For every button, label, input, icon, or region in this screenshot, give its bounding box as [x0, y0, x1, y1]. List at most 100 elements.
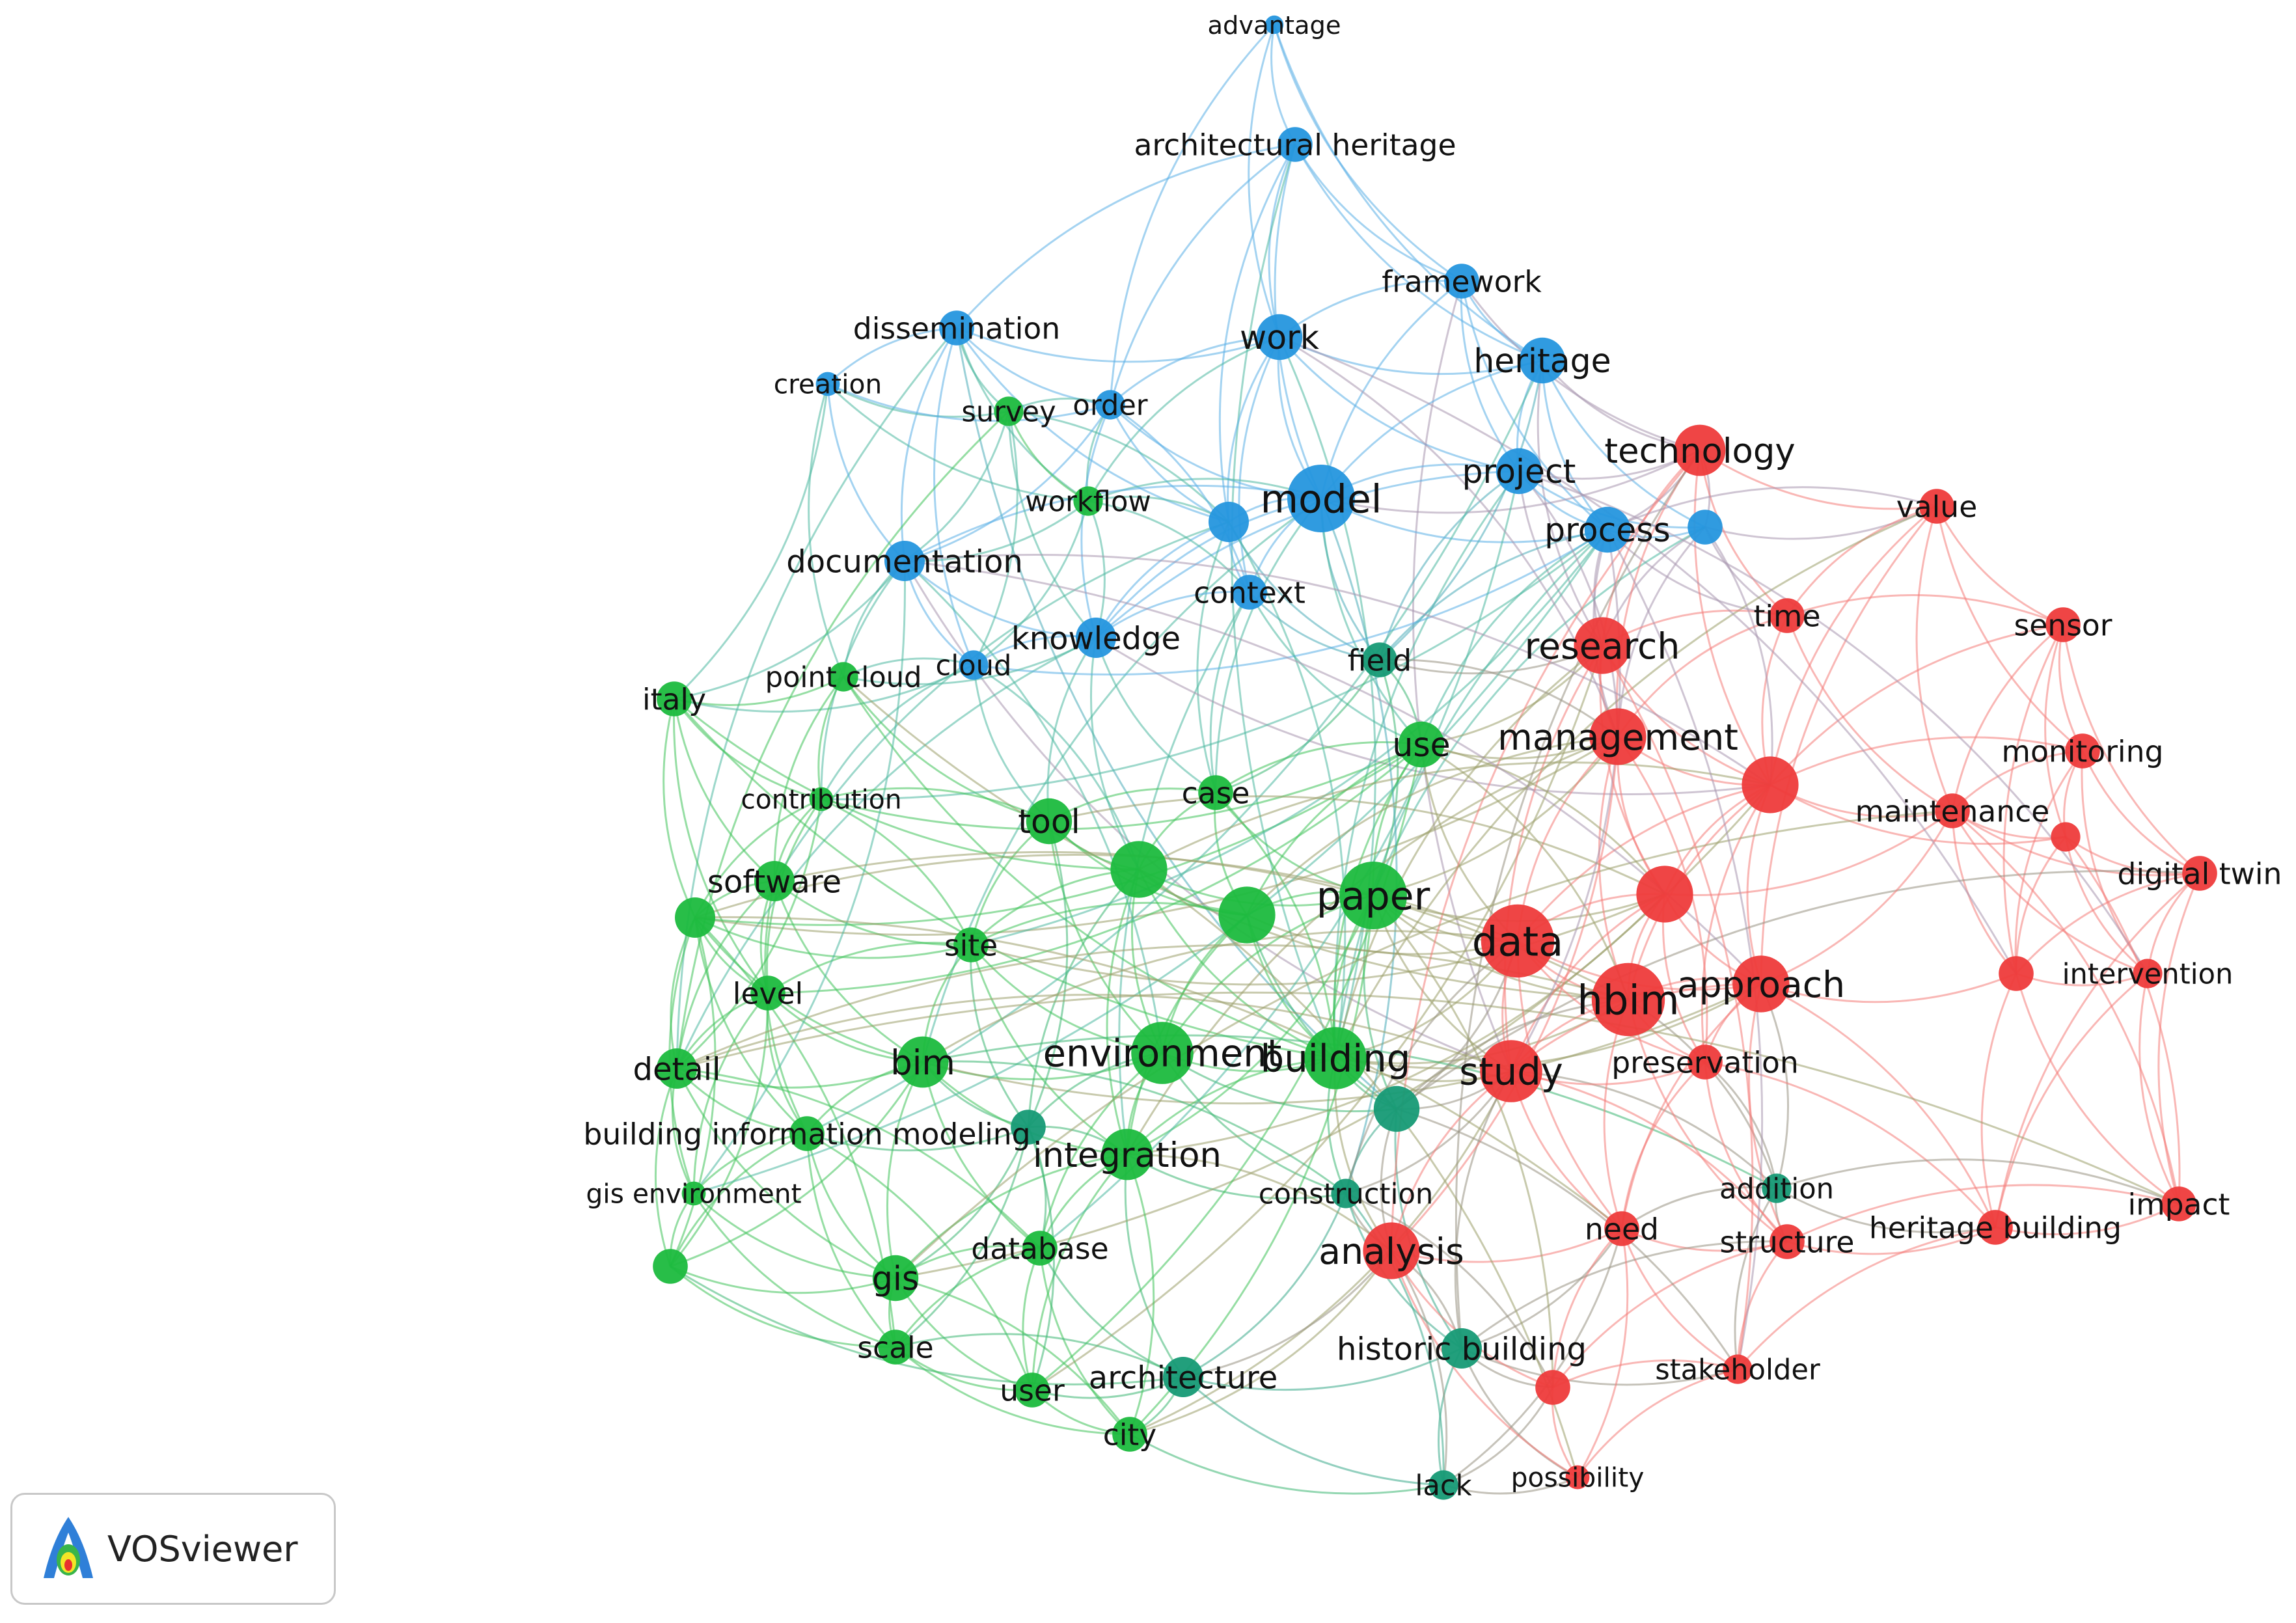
- link-city-lack: [1129, 1433, 1444, 1495]
- link-advantage-architectural_heritage: [1270, 24, 1296, 145]
- node-analysis[interactable]: [1363, 1222, 1420, 1279]
- node-process[interactable]: [1584, 506, 1631, 553]
- node-sensor[interactable]: [2045, 607, 2081, 642]
- link-integration-gis: [894, 1153, 1128, 1279]
- node-heritage[interactable]: [1519, 337, 1566, 384]
- node-dissemination[interactable]: [939, 310, 974, 346]
- node-teal_a[interactable]: [1011, 1110, 1046, 1145]
- node-data[interactable]: [1481, 904, 1555, 978]
- node-site[interactable]: [953, 927, 989, 962]
- node-city[interactable]: [1112, 1417, 1147, 1452]
- node-blue_a[interactable]: [1209, 502, 1249, 542]
- node-digital_twin[interactable]: [2182, 856, 2217, 891]
- node-survey[interactable]: [994, 396, 1024, 426]
- link-context-case: [1209, 592, 1251, 793]
- node-possibility[interactable]: [1565, 1465, 1590, 1490]
- link-digital_twin-red_d: [2015, 872, 2200, 974]
- node-workflow[interactable]: [1073, 486, 1103, 516]
- node-bim_modeling[interactable]: [789, 1116, 825, 1151]
- node-contribution[interactable]: [809, 787, 834, 812]
- node-structure[interactable]: [1770, 1224, 1805, 1259]
- node-management[interactable]: [1589, 708, 1647, 765]
- node-detail[interactable]: [657, 1048, 697, 1089]
- node-cloud[interactable]: [959, 650, 989, 680]
- node-advantage[interactable]: [1264, 15, 1284, 34]
- node-green_b[interactable]: [675, 897, 715, 938]
- node-case[interactable]: [1198, 775, 1233, 810]
- node-lack[interactable]: [1428, 1470, 1458, 1500]
- node-database[interactable]: [1022, 1231, 1058, 1266]
- node-technology[interactable]: [1674, 424, 1726, 476]
- node-model[interactable]: [1287, 465, 1355, 532]
- node-green_a[interactable]: [1110, 841, 1168, 898]
- node-software[interactable]: [754, 861, 795, 901]
- node-project[interactable]: [1496, 448, 1542, 495]
- node-time[interactable]: [1770, 598, 1805, 633]
- node-impact[interactable]: [2161, 1186, 2196, 1221]
- label-hbim: hbim: [1577, 976, 1679, 1024]
- node-integration[interactable]: [1101, 1128, 1153, 1180]
- node-gis_environment[interactable]: [681, 1181, 706, 1206]
- node-research[interactable]: [1574, 617, 1631, 674]
- node-italy[interactable]: [657, 681, 692, 716]
- node-need[interactable]: [1604, 1211, 1639, 1246]
- link-dissemination-creation: [827, 327, 957, 385]
- node-scale[interactable]: [878, 1330, 913, 1365]
- node-environment[interactable]: [1131, 1022, 1194, 1084]
- node-user[interactable]: [1015, 1372, 1050, 1408]
- node-documentation[interactable]: [884, 541, 925, 581]
- node-tool[interactable]: [1026, 798, 1073, 845]
- node-gis[interactable]: [872, 1255, 919, 1302]
- node-study[interactable]: [1480, 1040, 1542, 1102]
- label-structure: structure: [1720, 1225, 1855, 1259]
- node-red_d[interactable]: [1999, 956, 2034, 991]
- link-advantage-heritage: [1273, 24, 1543, 362]
- node-red_b[interactable]: [2051, 822, 2081, 852]
- node-heritage_building[interactable]: [1978, 1210, 2013, 1245]
- link-heritage-model: [1320, 359, 1543, 499]
- link-sensor-monitoring: [2058, 624, 2084, 752]
- node-level[interactable]: [750, 975, 786, 1011]
- node-bim[interactable]: [897, 1036, 949, 1088]
- node-field[interactable]: [1362, 642, 1397, 677]
- link-management-green_c: [1246, 735, 1619, 916]
- node-teal_b[interactable]: [1373, 1085, 1420, 1132]
- node-building[interactable]: [1304, 1027, 1367, 1089]
- link-creation-documentation: [827, 383, 906, 562]
- label-contribution: contribution: [741, 784, 901, 815]
- node-approach[interactable]: [1732, 955, 1790, 1013]
- node-construction[interactable]: [1331, 1179, 1361, 1208]
- node-preservation[interactable]: [1688, 1044, 1723, 1080]
- node-addition[interactable]: [1762, 1173, 1792, 1203]
- node-green_c[interactable]: [1218, 886, 1276, 944]
- node-knowledge[interactable]: [1076, 618, 1116, 658]
- link-approach-need: [1620, 983, 1762, 1229]
- link-work-blue_a: [1227, 336, 1281, 523]
- node-hbim[interactable]: [1591, 962, 1665, 1037]
- link-gis_environment-scale: [692, 1193, 896, 1348]
- node-monitoring[interactable]: [2065, 733, 2100, 769]
- link-maintenance-digital_twin: [1952, 810, 2200, 877]
- node-red_c[interactable]: [1636, 866, 1693, 923]
- node-maintenance[interactable]: [1935, 793, 1970, 828]
- node-use[interactable]: [1398, 721, 1445, 768]
- node-intervention[interactable]: [2133, 959, 2163, 989]
- node-paper[interactable]: [1339, 862, 1407, 929]
- node-work[interactable]: [1256, 314, 1303, 361]
- node-historic_building[interactable]: [1442, 1328, 1482, 1369]
- node-context[interactable]: [1232, 575, 1267, 610]
- label-advantage: advantage: [1207, 11, 1341, 40]
- node-architectural_heritage[interactable]: [1278, 127, 1313, 162]
- node-creation[interactable]: [815, 372, 840, 396]
- node-stakeholder[interactable]: [1723, 1354, 1753, 1384]
- node-value[interactable]: [1919, 489, 1954, 524]
- node-red_e[interactable]: [1535, 1370, 1570, 1405]
- node-point_cloud[interactable]: [828, 662, 858, 692]
- node-blue_b[interactable]: [1688, 510, 1723, 545]
- node-order[interactable]: [1095, 390, 1125, 420]
- node-red_a[interactable]: [1742, 756, 1799, 813]
- link-context-order: [1110, 403, 1251, 593]
- node-architecture[interactable]: [1163, 1357, 1203, 1397]
- node-framework[interactable]: [1444, 264, 1479, 299]
- node-green_d[interactable]: [653, 1249, 688, 1284]
